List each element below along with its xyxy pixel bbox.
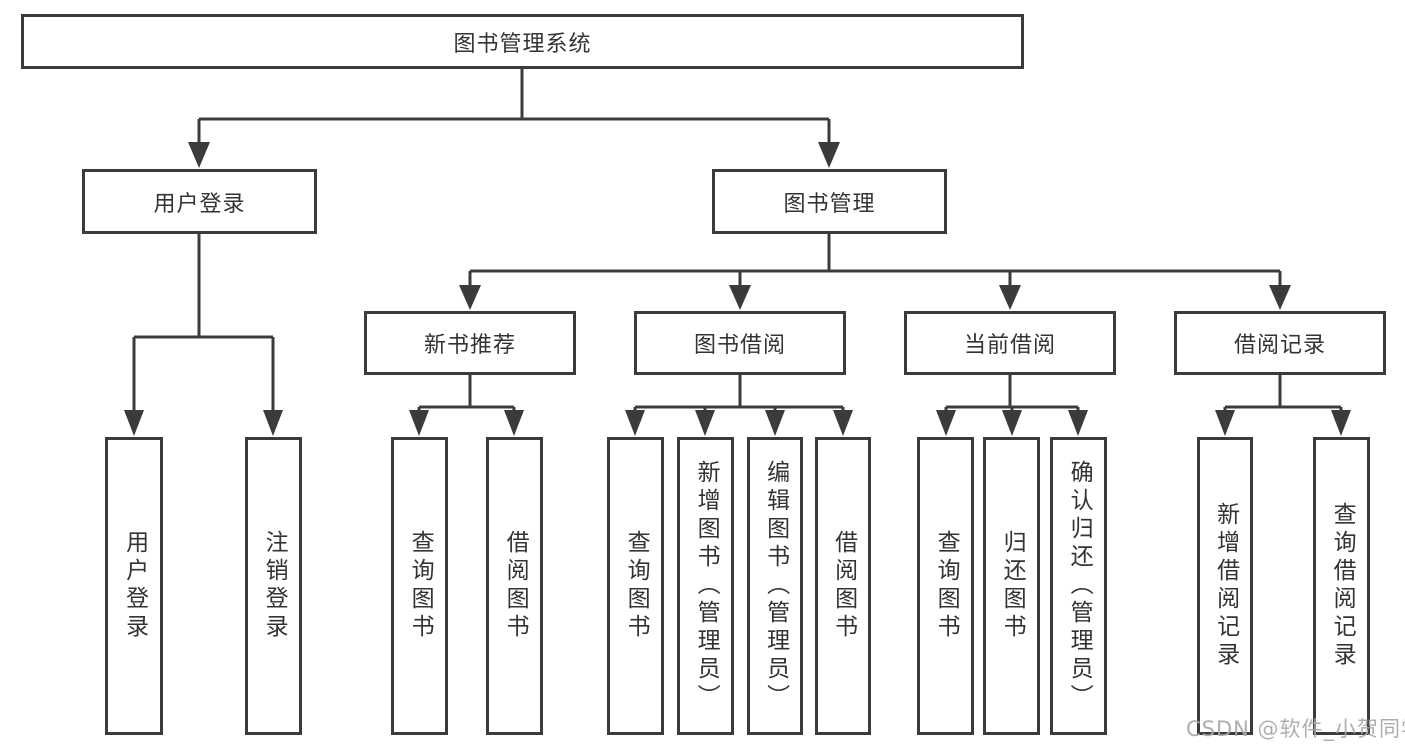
node-book-borrow: 图书借阅	[634, 311, 846, 375]
node-new-book-recommend: 新书推荐	[364, 311, 576, 375]
leaf-query-books-recommend: 查询图书	[391, 437, 448, 735]
leaf-borrow-books-recommend: 借阅图书	[486, 437, 543, 735]
node-label: 图书管理	[783, 191, 876, 217]
node-label: 新书推荐	[423, 333, 516, 358]
node-label: 借阅记录	[1233, 333, 1326, 358]
node-label: 当前借阅	[963, 333, 1056, 358]
leaf-label: 新增图书（管理员）	[693, 460, 720, 712]
leaf-label: 借阅图书	[502, 530, 529, 642]
node-label: 图书管理系统	[453, 31, 592, 57]
node-root-library-system: 图书管理系统	[21, 14, 1024, 69]
node-current-borrow: 当前借阅	[904, 311, 1116, 375]
leaf-confirm-return-admin: 确认归还（管理员）	[1050, 437, 1107, 735]
leaf-label: 确认归还（管理员）	[1066, 460, 1093, 712]
leaf-label: 查询图书	[407, 530, 434, 642]
leaf-label: 注销登录	[261, 530, 288, 642]
watermark: CSDN @软件_小贺同学	[1186, 717, 1405, 741]
node-label: 用户登录	[153, 191, 246, 217]
leaf-user-login: 用户登录	[105, 437, 163, 735]
leaf-edit-books-admin: 编辑图书（管理员）	[747, 437, 803, 735]
leaf-add-borrow-record: 新增借阅记录	[1197, 437, 1253, 735]
node-user-login: 用户登录	[82, 169, 317, 234]
leaf-query-books-borrow: 查询图书	[607, 437, 664, 735]
leaf-label: 查询图书	[623, 530, 650, 642]
leaf-label: 查询借阅记录	[1329, 502, 1356, 670]
leaf-query-books-current: 查询图书	[917, 437, 974, 735]
leaf-label: 用户登录	[121, 530, 148, 642]
node-label: 图书借阅	[693, 333, 786, 358]
leaf-query-borrow-record: 查询借阅记录	[1313, 437, 1370, 735]
leaf-add-books-admin: 新增图书（管理员）	[677, 437, 734, 735]
node-borrow-records: 借阅记录	[1174, 311, 1386, 375]
leaf-label: 编辑图书（管理员）	[762, 460, 789, 712]
leaf-label: 借阅图书	[830, 530, 857, 642]
leaf-label: 归还图书	[999, 530, 1026, 642]
leaf-return-books: 归还图书	[983, 437, 1040, 735]
node-book-management: 图书管理	[712, 169, 947, 234]
leaf-label: 新增借阅记录	[1212, 502, 1239, 670]
leaf-borrow-books: 借阅图书	[815, 437, 871, 735]
leaf-logout: 注销登录	[245, 437, 302, 735]
leaf-label: 查询图书	[933, 530, 960, 642]
